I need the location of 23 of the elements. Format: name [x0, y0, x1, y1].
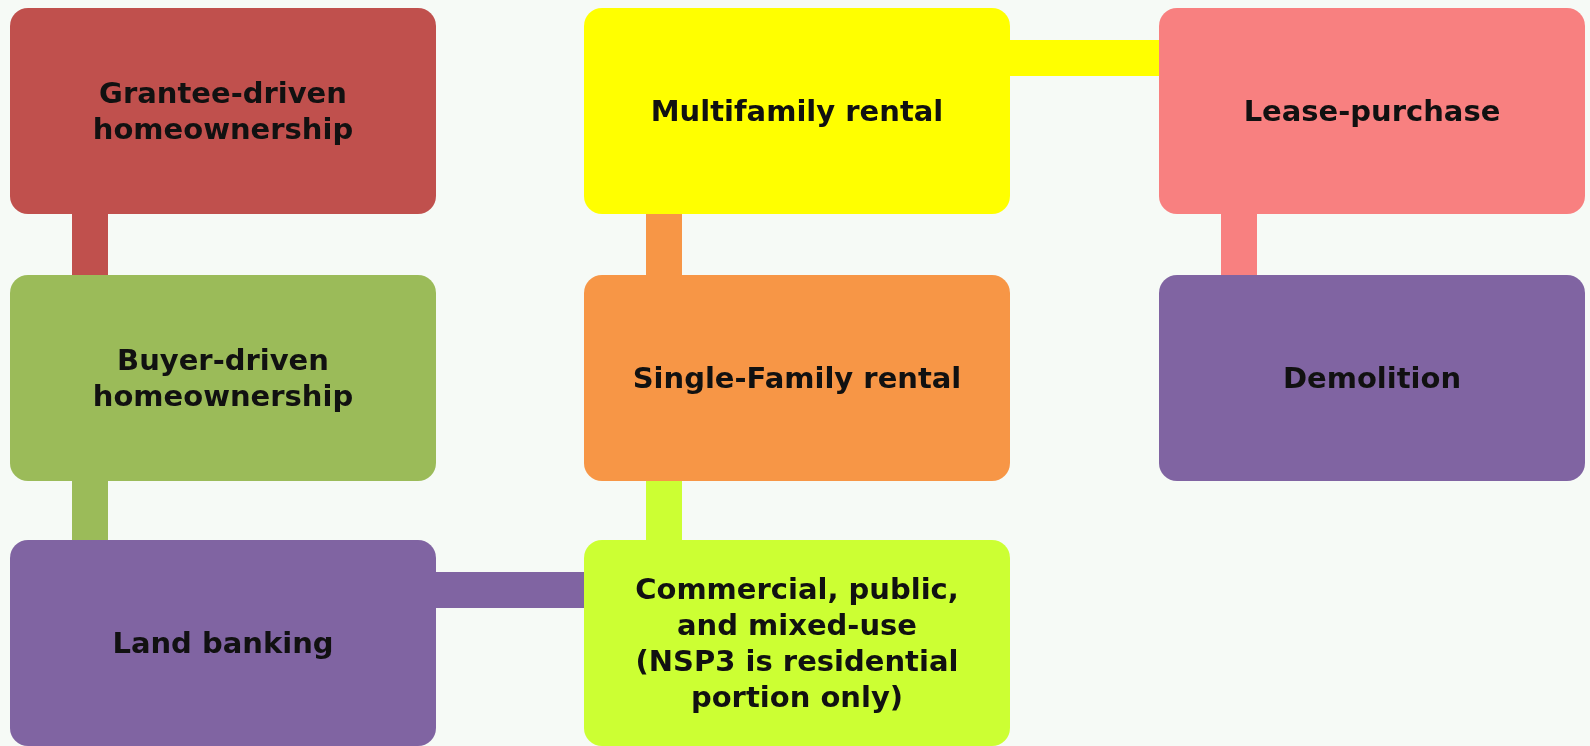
rounded-box: [1159, 8, 1585, 214]
rounded-box: [584, 275, 1010, 481]
box-label: Buyer-driven homeownership: [91, 341, 355, 415]
connector-bar: [1010, 40, 1159, 76]
connector-bar: [1221, 214, 1257, 275]
rounded-box: [584, 8, 1010, 214]
rounded-box: [584, 540, 1010, 746]
connector-bar: [72, 214, 108, 275]
rounded-box: [1159, 275, 1585, 481]
rounded-box: [10, 8, 436, 214]
box-label: Single-Family rental: [632, 359, 962, 397]
connector-bar: [436, 572, 584, 608]
box-label: Grantee-driven homeownership: [91, 74, 355, 148]
rounded-box: [10, 540, 436, 746]
box-label: Land banking: [112, 624, 334, 662]
box-label: Lease-purchase: [1243, 92, 1501, 130]
box-label: Demolition: [1282, 359, 1462, 397]
box-label: Commercial, public, and mixed-use (NSP3 is residential portion only): [634, 570, 960, 716]
box-label: Multifamily rental: [650, 92, 944, 130]
connector-bar: [646, 481, 682, 540]
connector-bar: [646, 214, 682, 275]
connector-bar: [72, 481, 108, 540]
rounded-box: [10, 275, 436, 481]
